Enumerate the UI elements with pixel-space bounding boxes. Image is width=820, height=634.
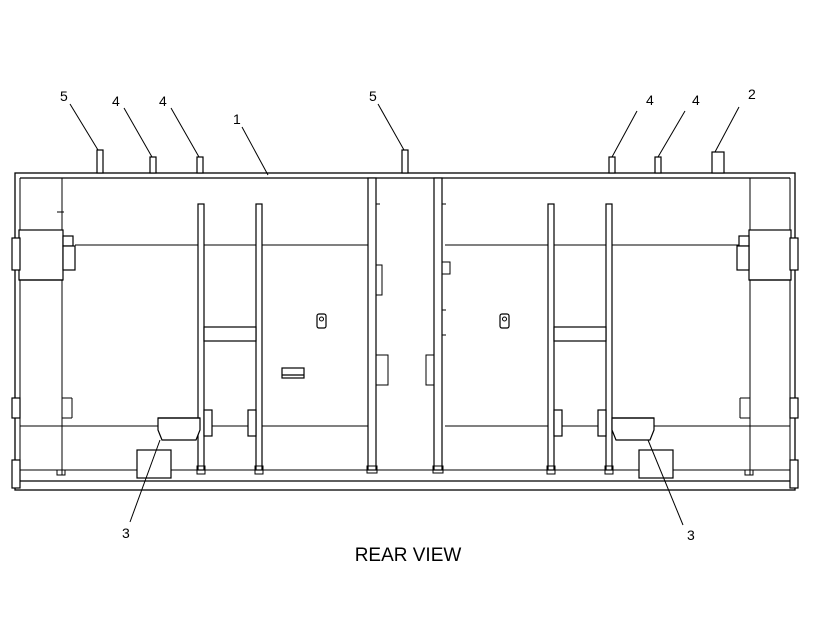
left-end-section: [11, 178, 76, 489]
inner-vertical-members: [196, 203, 614, 475]
outer-frame: [14, 172, 796, 491]
callout-labels: 5 4 4 1 5 4 4 2 3 3: [60, 86, 756, 543]
right-end-section: [736, 178, 799, 489]
top-brackets: [96, 149, 725, 174]
lower-housings: [136, 417, 674, 479]
callout-5-left: 5: [60, 88, 68, 104]
callout-4-a: 4: [112, 93, 120, 109]
center-section: [366, 177, 451, 474]
callout-4-b: 4: [159, 93, 167, 109]
horizontal-rails: [20, 244, 790, 471]
callout-5-mid: 5: [369, 88, 377, 104]
fittings: [281, 313, 510, 379]
callout-4-d: 4: [692, 92, 700, 108]
leader-lines: [69, 103, 740, 526]
callout-3-left: 3: [122, 525, 130, 541]
callout-4-c: 4: [646, 92, 654, 108]
view-caption: REAR VIEW: [355, 545, 462, 566]
callout-3-right: 3: [687, 527, 695, 543]
callout-1: 1: [233, 111, 241, 127]
callout-2: 2: [748, 86, 756, 102]
